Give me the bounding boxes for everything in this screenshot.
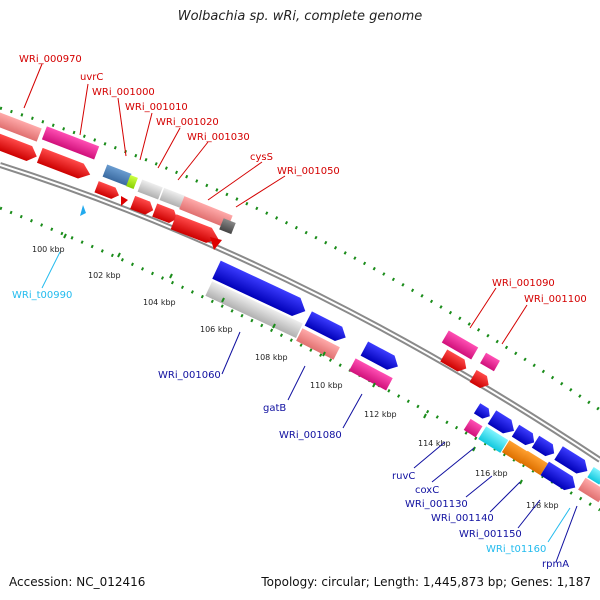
gene-label-WRi_001130[interactable]: WRi_001130 [405,499,468,510]
gene-arrow-blue-lr-5[interactable] [554,446,591,478]
scale-tick-label-100: 100 kbp [32,245,65,254]
scale-tick-label-112: 112 kbp [364,410,397,419]
scale-ticks [63,233,523,485]
gene-label-WRi_001080[interactable]: WRi_001080 [279,430,342,441]
gene-bar-WRi_001050[interactable] [219,218,236,235]
gene-label-WRi_001030[interactable]: WRi_001030 [187,132,250,143]
gene-label-uvrC[interactable]: uvrC [80,72,103,83]
gene-bar-WRi_001090[interactable] [441,330,479,360]
scale-tick-label-108: 108 kbp [255,353,288,362]
gene-bar-cyan-coxC[interactable] [478,426,509,453]
scale-tick-label-106: 106 kbp [200,325,233,334]
gene-arrow-red-4[interactable] [130,195,156,217]
gene-arrow-red-right-1[interactable] [440,349,470,374]
gene-bar-salmon-mid[interactable] [296,328,340,360]
gene-bar-salmon-rpmA[interactable] [578,477,600,503]
gene-bar-pink-ruvC[interactable] [463,418,483,438]
gene-arrow-blue-lr-1[interactable] [473,403,493,421]
scale-tick-label-114: 114 kbp [418,439,451,448]
gene-arrow-cyan-lr[interactable] [587,467,600,485]
gene-label-WRi_001020[interactable]: WRi_001020 [156,117,219,128]
scale-tick-label-118: 118 kbp [526,501,559,510]
gene-label-WRi_001010[interactable]: WRi_001010 [125,102,188,113]
genome-backbone-highlight [0,164,600,461]
map-title: Wolbachia sp. wRi, complete genome [177,9,423,24]
gene-bar-WRi_001100[interactable] [480,352,500,372]
trna-marker-WRi_t00990[interactable] [80,205,86,216]
inner-scale-line [0,206,600,512]
gene-arrow-blue-WRi_001080[interactable] [360,341,402,374]
scale-tick-label-110: 110 kbp [310,381,343,390]
gene-arrow-blue-lr-4[interactable] [531,435,558,460]
gene-arrow-red-right-2[interactable] [469,369,493,391]
gene-arrow-red-5[interactable] [152,203,179,226]
gene-label-WRi_001140[interactable]: WRi_001140 [431,513,494,524]
scale-tick-label-102: 102 kbp [88,271,121,280]
outer-dotted-guide [0,106,600,412]
gene-bar-WRi_001030[interactable] [159,187,185,208]
gene-bar-orange-2[interactable] [520,450,548,476]
gene-arrow-red-3[interactable] [94,181,121,201]
gene-bar-pink-mid[interactable] [349,358,393,391]
label-leader-lines-red [23,63,528,345]
gene-arrow-red-6[interactable] [170,214,222,246]
gene-bar-uvrC[interactable] [41,126,100,160]
gene-bar-cysS[interactable] [179,196,233,229]
gene-bar-orange-1[interactable] [501,440,529,464]
gene-label-WRi_001090[interactable]: WRi_001090 [492,278,555,289]
gene-bar-WRi_000970[interactable] [0,109,42,142]
accession-text: Accession: NC_012416 [9,575,146,589]
gene-arrow-red-2[interactable] [36,147,93,182]
gene-label-WRi_001050[interactable]: WRi_001050 [277,166,340,177]
gene-arrow-blue-WRi_001150[interactable] [540,461,579,495]
gene-arrow-blue-gatB[interactable] [304,311,350,344]
gene-bar-gray-large[interactable] [205,281,303,338]
gene-label-cysS[interactable]: cysS [250,152,273,163]
scale-tick-label-116: 116 kbp [475,469,508,478]
gene-label-WRi_001000[interactable]: WRi_001000 [92,87,155,98]
gene-label-WRi_001100[interactable]: WRi_001100 [524,294,587,305]
gene-label-coxC[interactable]: coxC [415,485,439,496]
label-leader-lines-cyan [41,251,571,543]
gene-label-WRi_t00990[interactable]: WRi_t00990 [12,290,72,301]
gene-arrow-blue-lr-3[interactable] [511,424,538,449]
gene-arrow-blue-WRi_001060[interactable] [212,260,309,321]
label-leader-lines-blue [221,331,578,563]
gene-arrow-red-1[interactable] [0,131,40,164]
gene-label-WRi_000970[interactable]: WRi_000970 [19,54,82,65]
gene-bar-WRi_001000[interactable] [102,164,132,186]
gene-bar-WRi_001020[interactable] [137,179,163,200]
genome-summary-text: Topology: circular; Length: 1,445,873 bp… [261,575,591,589]
gene-arrow-blue-lr-2[interactable] [487,410,519,437]
gene-bar-WRi_001010[interactable] [126,174,138,190]
gene-label-WRi_t01160[interactable]: WRi_t01160 [486,544,546,555]
gene-arrow-red-tiny[interactable] [210,237,222,250]
gene-arrow-red-small[interactable] [121,196,128,206]
gene-label-WRi_001060[interactable]: WRi_001060 [158,370,221,381]
gene-label-ruvC[interactable]: ruvC [392,471,415,482]
gene-label-rpmA[interactable]: rpmA [542,559,569,570]
scale-tick-label-104: 104 kbp [143,298,176,307]
gene-label-gatB[interactable]: gatB [263,403,286,414]
gene-label-WRi_001150[interactable]: WRi_001150 [459,529,522,540]
